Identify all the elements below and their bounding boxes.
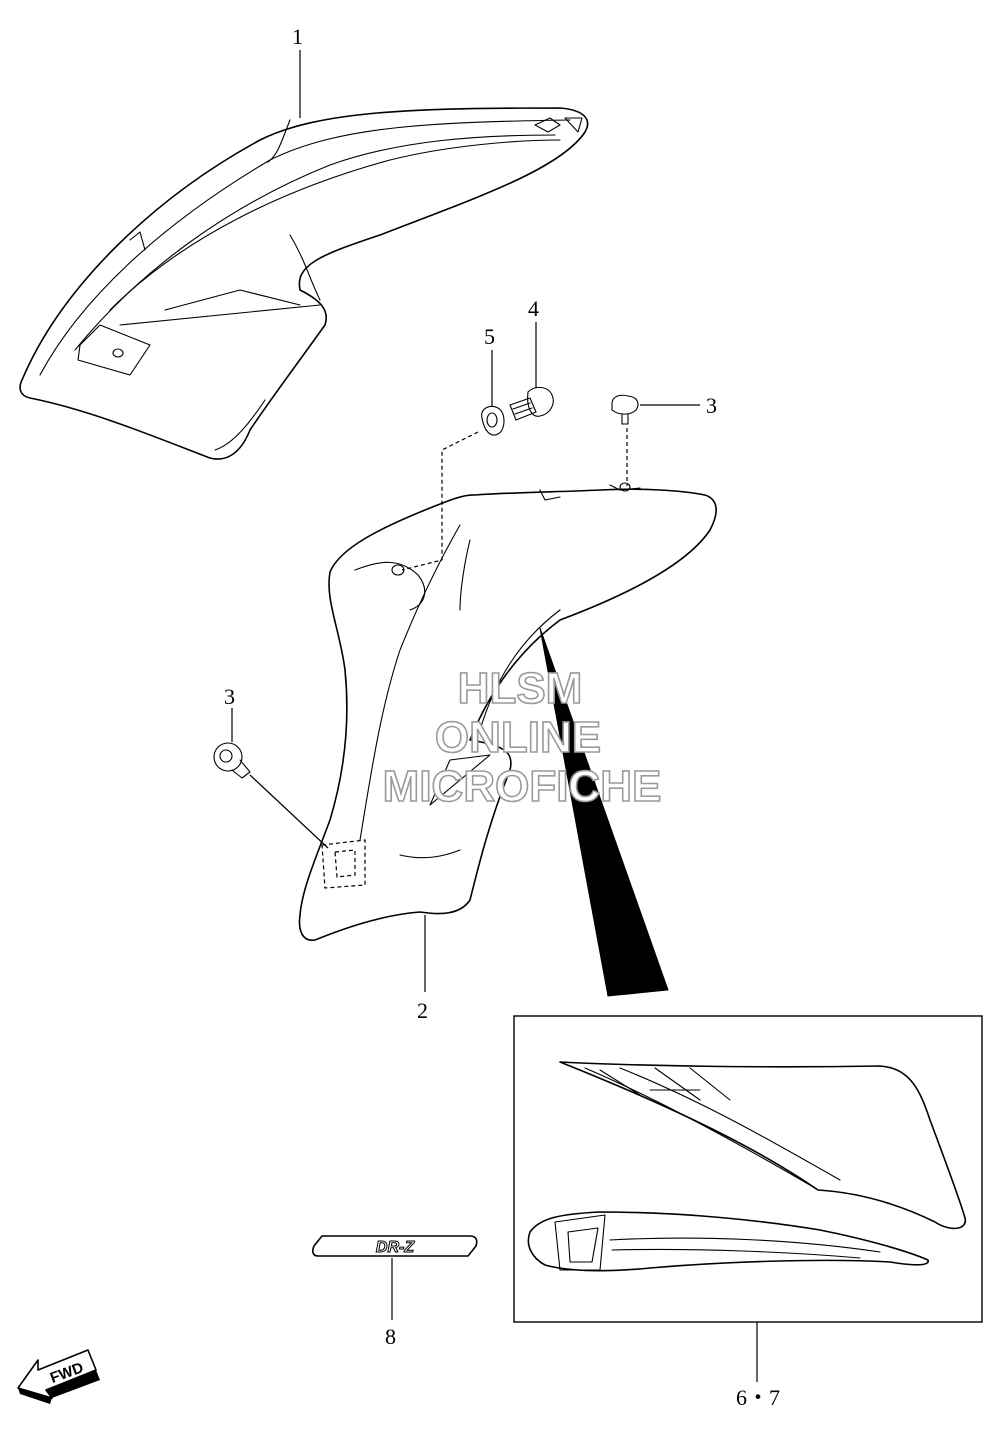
part-1-shroud[interactable]	[19, 107, 589, 460]
part-5-grommet[interactable]	[481, 405, 505, 436]
callout-2: 2	[417, 998, 428, 1023]
callout-6-7: 6・7	[736, 1385, 780, 1410]
callout-8: 8	[385, 1324, 396, 1349]
watermark-line-2: ONLINE	[435, 713, 601, 762]
part-3-rivet-upper[interactable]	[611, 394, 639, 425]
axis-5	[401, 431, 479, 571]
part-6-decal-upper[interactable]	[559, 1061, 966, 1230]
watermark: HLSM ONLINE MICROFICHE	[382, 663, 662, 812]
detail-pointer	[539, 627, 669, 997]
part-8-emblem[interactable]: DR-Z	[312, 1235, 478, 1257]
part-7-decal-lower[interactable]	[527, 1211, 929, 1272]
fwd-direction-badge: FWD	[17, 1349, 100, 1404]
watermark-line-1: HLSM	[458, 664, 583, 713]
callout-5: 5	[484, 324, 495, 349]
emblem-text: DR-Z	[376, 1239, 415, 1256]
callout-3-left: 3	[224, 684, 235, 709]
leader-3-left-to-part	[249, 774, 329, 849]
watermark-line-3: MICROFICHE	[383, 762, 662, 811]
callout-4: 4	[528, 296, 539, 321]
part-4-bolt[interactable]	[509, 386, 554, 421]
decal-detail-box	[513, 1015, 983, 1323]
part-3-bolt-left[interactable]	[213, 742, 251, 779]
callout-3-upper: 3	[706, 393, 717, 418]
callout-1: 1	[292, 24, 303, 49]
part-2-side-cover[interactable]	[298, 482, 717, 941]
